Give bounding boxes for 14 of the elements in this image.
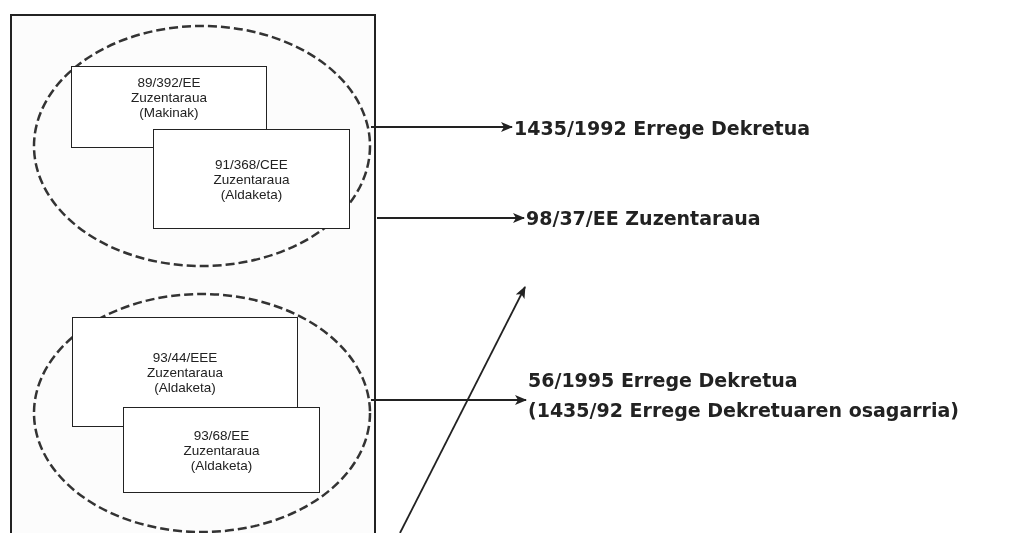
arrow [370,395,527,405]
directive-text: 91/368/CEE Zuzentaraua (Aldaketa) [213,156,290,202]
directive-text: 93/68/EE Zuzentaraua (Aldaketa) [183,427,260,473]
arrow [399,286,526,533]
frame-box [10,14,376,533]
arrow [370,122,513,132]
regulation-label: 56/1995 Errege Dekretua [528,368,798,393]
regulation-label: 98/37/EE Zuzentaraua [526,206,761,231]
dashed-ellipse [32,24,372,268]
arrow [376,213,525,223]
regulation-label: 1435/1992 Errege Dekretua [514,116,810,141]
directive-text: 93/44/EEE Zuzentaraua (Aldaketa) [147,349,223,395]
regulation-label: (1435/92 Errege Dekretuaren osagarria) [528,398,959,423]
directive-text: 89/392/EE Zuzentaraua (Makinak) [131,75,207,120]
